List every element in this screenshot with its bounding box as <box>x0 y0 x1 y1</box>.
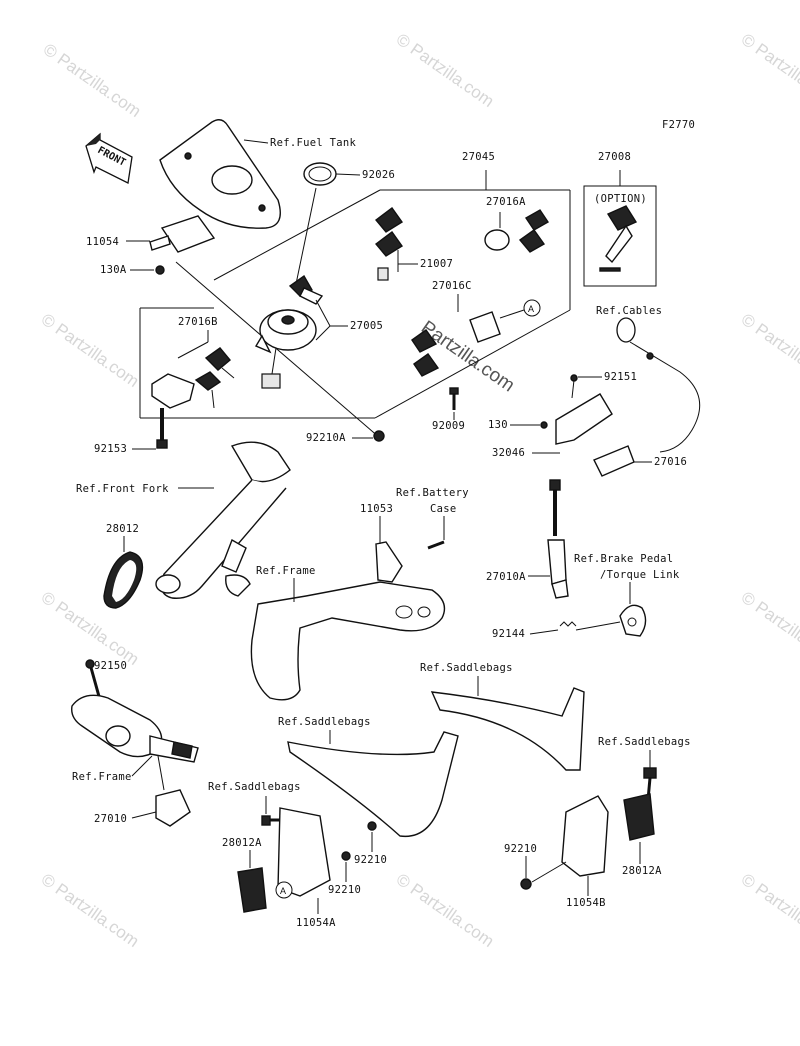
label-92210-b: 92210 <box>328 884 361 896</box>
label-27005: 27005 <box>350 320 383 332</box>
label-ref-saddlebags-mid: Ref.Saddlebags <box>278 716 371 728</box>
label-27016: 27016 <box>654 456 687 468</box>
frame-ref-part <box>250 581 446 701</box>
keys-21007-part <box>374 207 404 281</box>
label-92009: 92009 <box>432 420 465 432</box>
label-ref-brake-pedal: Ref.Brake Pedal <box>574 553 673 565</box>
label-32046: 32046 <box>492 447 525 459</box>
label-11054: 11054 <box>86 236 119 248</box>
bolt-130A-icon <box>155 265 165 275</box>
label-ref-battery: Ref.Battery <box>396 487 469 499</box>
bracket-11054B-part <box>561 793 655 877</box>
switch-27010A-part <box>547 479 569 599</box>
label-28012A-left: 28012A <box>222 837 262 849</box>
label-case: Case <box>430 503 457 515</box>
fuel-tank-ref-part <box>159 119 281 229</box>
label-92210-c: 92210 <box>504 843 537 855</box>
bracket-32046-part <box>555 374 635 477</box>
label-21007: 21007 <box>420 258 453 270</box>
front-arrow-icon: FRONT <box>85 132 133 184</box>
nut-92210A-icon <box>373 430 385 442</box>
nut-92210-b-icon <box>341 851 351 861</box>
label-ref-front-fork: Ref.Front Fork <box>76 483 169 495</box>
lock-27016B-part <box>151 347 235 409</box>
lock-27016C-part <box>411 311 501 377</box>
label-27008: 27008 <box>598 151 631 163</box>
callout-a-upper: A <box>528 304 534 314</box>
label-ref-frame-lower: Ref.Frame <box>72 771 132 783</box>
label-11053: 11053 <box>360 503 393 515</box>
label-27016B: 27016B <box>178 316 218 328</box>
nut-92210-a-icon <box>367 821 377 831</box>
spring-92144-icon <box>559 621 577 627</box>
label-92151: 92151 <box>604 371 637 383</box>
watermark: © Partzilla.com <box>738 588 800 669</box>
label-torque-link: /Torque Link <box>600 569 680 581</box>
label-27045: 27045 <box>462 151 495 163</box>
label-ref-frame-top: Ref.Frame <box>256 565 316 577</box>
label-92026: 92026 <box>362 169 395 181</box>
label-27016A: 27016A <box>486 196 526 208</box>
label-28012: 28012 <box>106 523 139 535</box>
label-ref-saddlebags-top: Ref.Saddlebags <box>420 662 513 674</box>
figure-code: F2770 <box>662 119 695 131</box>
label-130: 130 <box>488 419 508 431</box>
torque-link-ref-part <box>619 604 647 637</box>
watermark: © Partzilla.com <box>738 310 800 391</box>
label-11054B: 11054B <box>566 897 606 909</box>
label-92144: 92144 <box>492 628 525 640</box>
bracket-11054A-part <box>237 807 331 913</box>
watermark: © Partzilla.com <box>738 870 800 951</box>
label-27016C: 27016C <box>432 280 472 292</box>
center-watermark: Partzilla.com <box>417 317 518 397</box>
label-130A: 130A <box>100 264 127 276</box>
screw-92009-part <box>449 387 459 410</box>
label-28012A-right: 28012A <box>622 865 662 877</box>
label-ref-saddlebags-right: Ref.Saddlebags <box>598 736 691 748</box>
watermark: © Partzilla.com <box>38 870 143 951</box>
watermark: © Partzilla.com <box>738 30 800 111</box>
cable-ref-part <box>616 317 701 453</box>
label-92150: 92150 <box>94 660 127 672</box>
option-key-27008-frame <box>583 170 657 287</box>
bracket-11053-part <box>375 540 445 583</box>
label-11054A: 11054A <box>296 917 336 929</box>
label-92153: 92153 <box>94 443 127 455</box>
label-92210A: 92210A <box>306 432 346 444</box>
lock-27016A-part <box>484 209 549 253</box>
watermark: © Partzilla.com <box>393 30 498 111</box>
saddlebag-bracket-lower-ref-part <box>287 731 459 838</box>
reflector-28012-part <box>103 551 144 609</box>
bolt-92153-part <box>156 408 168 449</box>
bracket-11054-part <box>149 215 216 253</box>
watermark: © Partzilla.com <box>38 310 143 391</box>
callout-a-lower: A <box>280 886 286 896</box>
nut-92210-c-icon <box>520 878 532 890</box>
front-fork-ref-part <box>155 441 291 599</box>
watermark: © Partzilla.com <box>393 870 498 951</box>
label-92210-a: 92210 <box>354 854 387 866</box>
label-27010A: 27010A <box>486 571 526 583</box>
option-label: (OPTION) <box>594 193 647 205</box>
assembly-27045-frame <box>139 170 571 419</box>
saddlebag-bracket-upper-ref-part <box>430 687 585 771</box>
label-27010: 27010 <box>94 813 127 825</box>
front-brake-switch-ref-part <box>71 659 199 827</box>
label-ref-saddlebags-left: Ref.Saddlebags <box>208 781 301 793</box>
ignition-switch-27005-part <box>254 274 324 389</box>
watermark: © Partzilla.com <box>40 40 145 121</box>
label-ref-fuel-tank: Ref.Fuel Tank <box>270 137 356 149</box>
label-ref-cables: Ref.Cables <box>596 305 662 317</box>
